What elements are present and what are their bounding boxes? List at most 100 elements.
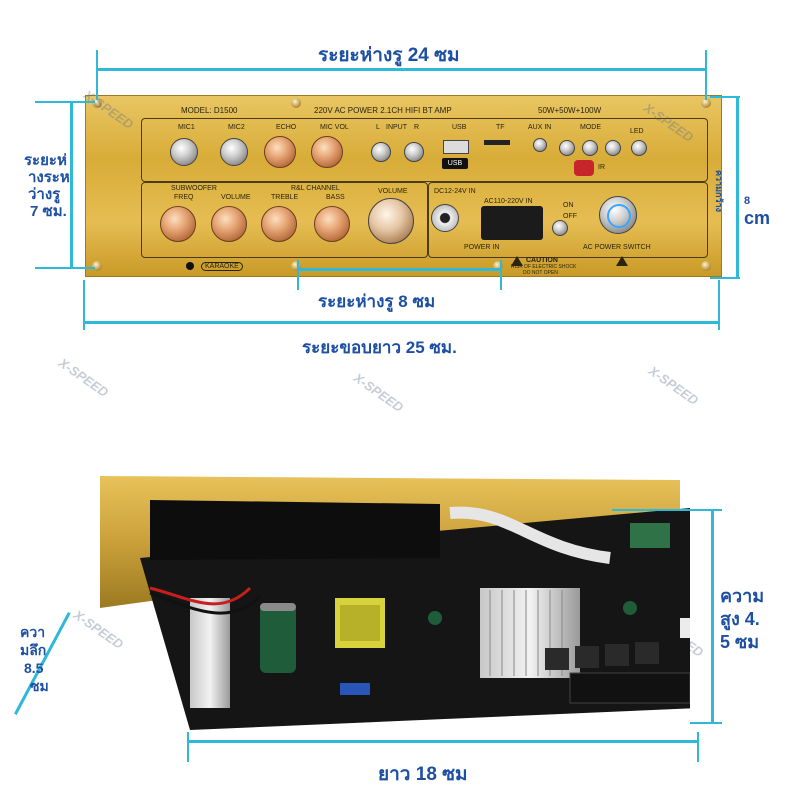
circuit-board-photo (100, 476, 690, 730)
freq-label: FREQ (174, 194, 194, 201)
warning-triangle-icon (616, 256, 628, 266)
side-spacing-line4: 7 ซม. (30, 203, 67, 220)
panel-width-cm-label: cm (744, 208, 771, 228)
mode-label: MODE (580, 124, 601, 131)
depth-line1: ควา (20, 624, 46, 640)
heatsink-left (190, 598, 230, 708)
red-wire (149, 586, 252, 606)
dc-in-label: DC12-24V IN (434, 188, 476, 195)
mic1-jack (170, 138, 198, 166)
usb-logo: USB (442, 158, 468, 169)
height-line3: 5 ซม (720, 632, 760, 652)
dimension-tick (718, 280, 720, 330)
rca-input-right (404, 142, 424, 162)
aux-in-label: AUX IN (528, 124, 552, 131)
white-connector (680, 618, 690, 638)
ac-power-socket (481, 206, 543, 240)
mic2-label: MIC2 (228, 124, 245, 131)
treble-label: TREBLE (271, 194, 299, 201)
caution-line2: DO NOT OPEN (523, 270, 558, 276)
model-label: MODEL: D1500 (181, 106, 238, 115)
dimension-tick (35, 267, 95, 269)
screw-hole-bottom-left (92, 261, 102, 271)
tf-label: TF (496, 124, 505, 131)
daughter-board (150, 500, 440, 560)
treble-knob[interactable] (261, 206, 297, 242)
inductor (575, 646, 599, 668)
side-spacing-line1: ระยะห่ (24, 152, 67, 169)
ir-label: IR (598, 164, 605, 171)
dimension-tick (35, 101, 95, 103)
bass-knob[interactable] (314, 206, 350, 242)
front-panel-photo: MODEL: D1500 220V AC POWER 2.1CH HIFI BT… (85, 95, 722, 277)
inductor (605, 644, 629, 666)
power-switch-ring (607, 204, 631, 228)
karaoke-label: KARAOKE (201, 262, 243, 271)
master-volume-knob[interactable] (368, 198, 414, 244)
volume-main-label: VOLUME (378, 188, 408, 195)
input-label: INPUT (386, 124, 407, 131)
panel-width-8-label: 8 (744, 195, 751, 207)
height-line1: ความ (720, 586, 765, 606)
power-section-box (428, 182, 708, 258)
power-title-label: 220V AC POWER 2.1CH HIFI BT AMP (314, 106, 452, 115)
switch-indicator (552, 220, 568, 236)
dimension-line-7cm (70, 102, 73, 267)
dimension-tick (187, 732, 189, 762)
usb-label: USB (452, 124, 467, 131)
rl-channel-label: R&L CHANNEL (291, 185, 340, 192)
dimension-tick (710, 96, 740, 98)
ac-switch-label: AC POWER SWITCH (583, 244, 651, 251)
switch-on-label: ON (563, 202, 574, 209)
echo-knob[interactable] (264, 136, 296, 168)
rca-input-left (371, 142, 391, 162)
screw-hole-top-mid-left (291, 98, 301, 108)
dc-power-jack (431, 204, 459, 232)
caution-label: CAUTION (526, 257, 558, 264)
aux-in-jack (533, 138, 547, 152)
play-pause-button[interactable] (582, 140, 598, 156)
warning-triangle-icon (511, 256, 523, 266)
dimension-tick (612, 509, 722, 511)
screw-hole-bottom-mid-right (493, 261, 503, 271)
small-capacitor (623, 601, 637, 615)
dimension-tick (710, 277, 740, 279)
mic-vol-knob[interactable] (311, 136, 343, 168)
next-button[interactable] (605, 140, 621, 156)
prev-button[interactable] (559, 140, 575, 156)
inductor (545, 648, 569, 670)
ac-in-label: AC110-220V IN (484, 198, 533, 205)
small-capacitor (428, 611, 442, 625)
dimension-tick (697, 732, 699, 762)
dimension-line-24cm (97, 68, 705, 71)
dimension-tick (690, 722, 722, 724)
echo-label: ECHO (276, 124, 297, 131)
speaker-terminal-block (569, 672, 690, 704)
ribbon-cable (449, 506, 611, 564)
led-label: LED (630, 128, 644, 135)
sub-volume-knob[interactable] (211, 206, 247, 242)
power-rating-label: 50W+50W+100W (538, 106, 602, 115)
dimension-tick (705, 50, 707, 100)
green-connector (630, 523, 670, 548)
dimension-line-8cm (297, 268, 501, 271)
depth-line2: มลึก (20, 642, 47, 658)
upper-control-box (141, 118, 708, 182)
screw-hole-top-right (701, 98, 711, 108)
dimension-line-8cm-height (736, 97, 739, 277)
dimension-tick (500, 260, 502, 290)
freq-knob[interactable] (160, 206, 196, 242)
side-spacing-line3: ว่างรู (28, 186, 61, 203)
led-button[interactable] (631, 140, 647, 156)
capacitor-large (260, 603, 296, 673)
hole-spacing-24cm-label: ระยะห่างรู 24 ซม (318, 45, 460, 66)
dimension-line-25cm (84, 321, 720, 324)
mic2-jack (220, 138, 248, 166)
ir-receiver (574, 160, 594, 176)
volume-sub-label: VOLUME (221, 194, 251, 201)
height-line2: สูง 4. (720, 609, 760, 629)
subwoofer-label: SUBWOOFER (171, 185, 217, 192)
tf-card-slot (484, 140, 510, 145)
watermark-text: X-SPEED (350, 369, 407, 416)
depth-line4: ซม (30, 678, 49, 694)
